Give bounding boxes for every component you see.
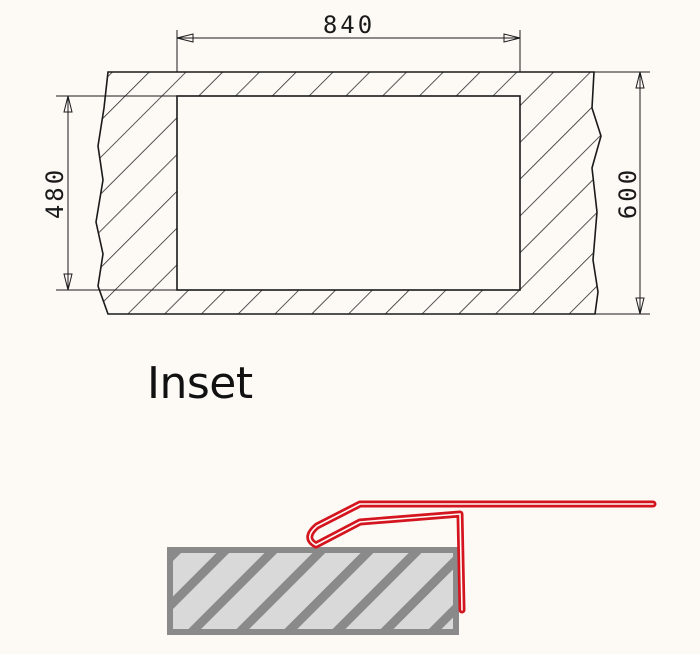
width-dimension: 840 bbox=[176, 11, 521, 72]
sink-cutout bbox=[176, 95, 521, 291]
arrow-right-icon bbox=[503, 33, 521, 43]
arrow-down-icon bbox=[63, 273, 73, 291]
arrow-down-icon bbox=[635, 297, 645, 315]
height-label: 480 bbox=[41, 167, 69, 219]
depth-label: 600 bbox=[614, 167, 642, 219]
sink-rim-profile bbox=[306, 500, 657, 614]
depth-dimension: 600 bbox=[594, 71, 650, 315]
arrow-up-icon bbox=[635, 71, 645, 89]
width-label: 840 bbox=[323, 11, 375, 39]
inset-section bbox=[167, 500, 657, 635]
arrow-left-icon bbox=[176, 33, 194, 43]
worktop-plan bbox=[95, 71, 602, 315]
arrow-up-icon bbox=[63, 95, 73, 113]
worktop-section bbox=[167, 547, 459, 635]
height-dimension: 480 bbox=[41, 95, 177, 291]
inset-label: Inset bbox=[147, 358, 253, 409]
